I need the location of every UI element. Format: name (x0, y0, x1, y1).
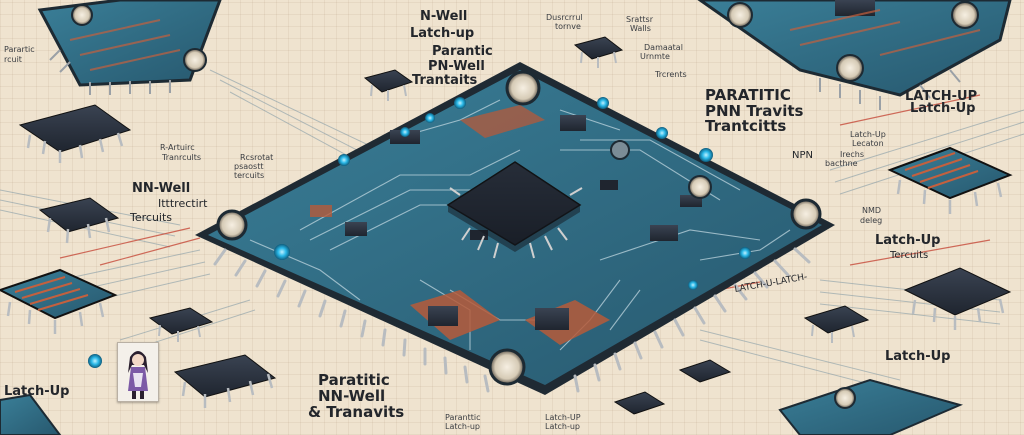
label-trantcitts: Trantcitts (705, 117, 786, 135)
chip-bottom-right-small (613, 359, 732, 415)
label-paratitic-bottom: Paratitic (318, 371, 390, 389)
led-indicators (274, 97, 751, 290)
label-pnn-travits: PNN Travits (705, 102, 804, 120)
central-chip (446, 161, 583, 259)
label-lecaton: Lecaton (852, 139, 884, 148)
board-top-left (37, 0, 222, 95)
chip-left-small (148, 307, 214, 342)
label-trcrents: Trcrents (654, 70, 687, 79)
label-parartic: Parartic (4, 45, 35, 54)
copper-regions (310, 105, 610, 345)
label-latch-up-top: Latch-up (410, 26, 474, 41)
label-tercuits-right: Tercuits (889, 250, 928, 261)
label-dusrcrrul: Dusrcrrul (546, 13, 583, 22)
label-rcuit: rcuit (4, 55, 22, 64)
chip-top-small (363, 69, 414, 101)
label-latch-up-small-b: Latch-up (445, 422, 480, 431)
label-irechs: Irechs (840, 150, 864, 159)
chip-bottom-left (173, 354, 277, 408)
label-latch-up-mid-right: Latch-Up (875, 233, 941, 248)
label-latch-up-right: Latch-Up (910, 101, 976, 116)
label-parantic: Parantic (432, 44, 493, 59)
label-latch-up-small-c: Latch-up (545, 422, 580, 431)
chip-left-1 (18, 104, 132, 163)
label-bacthne: bacthne (825, 159, 858, 168)
board-bottom-left-strip (0, 393, 62, 435)
label-itttrectirt: Itttrectirt (158, 197, 208, 210)
label-nn-well: NN-Well (132, 181, 190, 196)
board-pins (213, 247, 811, 393)
label-paranttic: Paranttic (445, 413, 481, 422)
label-tercuits: Tercuits (129, 211, 172, 224)
main-circuit-board (195, 62, 835, 395)
board-top-right (697, 0, 1012, 110)
chip-left-2 (38, 197, 120, 244)
label-latch-up-bottom-left: Latch-Up (4, 384, 70, 399)
board-bottom-right (778, 378, 964, 435)
label-r-artuirc: R-Artuirc (160, 143, 195, 152)
label-tranrcults: Tranrcults (161, 153, 201, 162)
label-latch-up-caps: LATCH-UP (905, 89, 977, 104)
label-n-well: N-Well (420, 9, 467, 24)
label-tranavits: & Tranavits (308, 403, 404, 421)
label-pn-well: PN-Well (428, 59, 485, 74)
diagram-labels: N-Well Latch-up Parantic PN-Well Trantai… (4, 9, 977, 431)
label-urnmte: Urnmte (640, 52, 670, 61)
chip-right-small (803, 305, 870, 343)
small-components (345, 115, 702, 330)
label-trantaits: Trantaits (412, 73, 478, 88)
capacitors (216, 70, 822, 386)
label-latch-up-caps-small: Latch-UP (545, 413, 581, 422)
label-walls: Walls (630, 24, 651, 33)
label-nn-well-bottom: NN-Well (318, 387, 385, 405)
label-tornve: tornve (555, 22, 581, 31)
chip-left-coil (0, 268, 118, 334)
avatar-figure-icon (128, 351, 148, 399)
label-tercuits-small: tercuits (234, 171, 264, 180)
label-npn: NPN (792, 150, 813, 161)
led-loose (88, 354, 102, 368)
label-deleg: deleg (860, 216, 882, 225)
chip-right-large (903, 267, 1012, 330)
floating-chips (0, 36, 1013, 435)
label-psaostt: psaostt (234, 162, 263, 171)
label-damaatal: Damaatal (644, 43, 683, 52)
label-latch-up-small: Latch-Up (850, 130, 886, 139)
character-avatar-image (117, 342, 159, 402)
label-srattsr: Srattsr (626, 15, 654, 24)
label-paratitic-right: PARATITIC (705, 86, 791, 104)
chip-top-mid (573, 36, 624, 68)
chip-right-coil (887, 146, 1013, 214)
label-latch-up-lower-right: Latch-Up (885, 349, 951, 364)
label-rcsrotat: Rcsrotat (240, 153, 273, 162)
label-nmd: NMD (862, 206, 881, 215)
